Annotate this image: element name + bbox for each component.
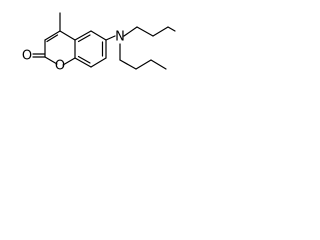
atom-label-carbonyl-o: O xyxy=(22,49,32,64)
bond-butyl1-c xyxy=(152,26,169,37)
bond-c7-c8 xyxy=(90,57,107,68)
bond-c8-c8a-inner xyxy=(77,55,91,64)
bond-c8-c8a xyxy=(74,57,92,68)
bond-c4a-c5-inner xyxy=(77,34,91,43)
bond-c2-o1 xyxy=(44,56,58,65)
atom-label-amine-n: N xyxy=(115,30,125,45)
bond-butyl1-b xyxy=(136,26,154,37)
bond-butyl1-a xyxy=(123,26,138,37)
bond-c4-c3 xyxy=(44,30,61,41)
chemical-structure: O O N xyxy=(22,12,176,74)
bond-butyl2-b xyxy=(119,59,137,70)
bond-c4-c4a xyxy=(59,30,76,41)
bond-butyl1-d xyxy=(167,26,176,32)
bond-c6-n xyxy=(105,35,116,41)
bond-c4-c3-double xyxy=(46,34,59,43)
atom-label-ring-o: O xyxy=(55,59,65,74)
bond-butyl2-c xyxy=(135,59,152,70)
bond-c5-c6 xyxy=(90,30,107,41)
bond-butyl2-d xyxy=(150,59,167,70)
bond-o1-c8a xyxy=(62,57,76,66)
bond-c4a-c5 xyxy=(74,30,92,41)
